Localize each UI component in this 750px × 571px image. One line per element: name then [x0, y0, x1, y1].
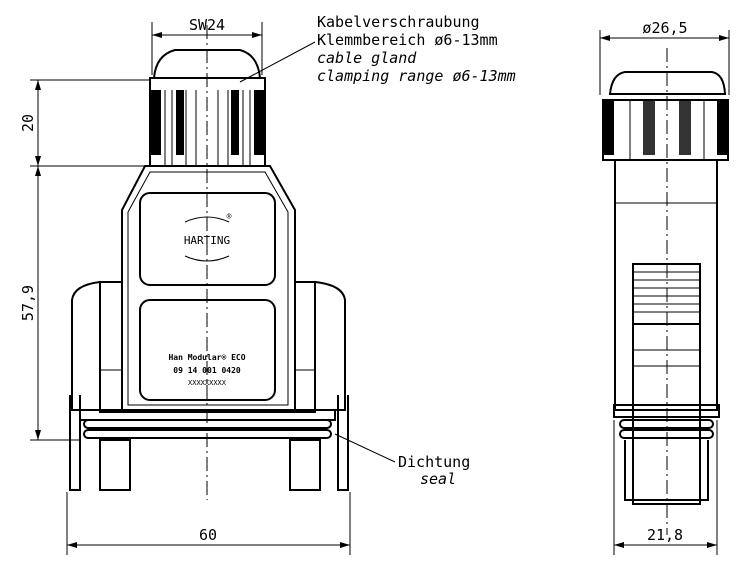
dim-wrench-size: SW24 — [189, 16, 225, 34]
gland-label-de-1: Kabelverschraubung — [317, 13, 480, 31]
gland-label-en-2: clamping range ø6-13mm — [317, 67, 516, 85]
svg-text:HARTING: HARTING — [184, 234, 230, 247]
seal-label-de: Dichtung — [398, 453, 470, 471]
seal-label-en: seal — [420, 470, 456, 488]
front-view: HARTING ® Han Modular® ECO 09 14 001 042… — [19, 16, 396, 555]
gland-label-en-1: cable gland — [317, 49, 417, 67]
dim-depth: 21,8 — [647, 526, 683, 544]
gland-label-de-2: Klemmbereich ø6-13mm — [317, 31, 498, 49]
housing: HARTING ® Han Modular® ECO 09 14 001 042… — [121, 165, 296, 413]
dim-housing-height: 57,9 — [19, 285, 37, 321]
dim-gland-height: 20 — [19, 114, 37, 132]
svg-text:®: ® — [227, 212, 232, 221]
cable-gland — [149, 49, 266, 167]
dim-gland-diameter: ø26,5 — [642, 19, 687, 37]
logo-panel — [139, 192, 276, 286]
harting-logo: HARTING ® — [184, 212, 232, 262]
serial-number: XXXXXXXXX — [188, 379, 227, 387]
part-number: 09 14 001 0420 — [173, 366, 241, 375]
locking-levers — [69, 280, 349, 491]
side-view: ø26,5 21,8 — [599, 19, 730, 555]
label-panel — [139, 299, 276, 401]
dim-width: 60 — [199, 526, 217, 544]
product-name: Han Modular® ECO — [168, 353, 245, 362]
seal-flange — [79, 409, 336, 491]
